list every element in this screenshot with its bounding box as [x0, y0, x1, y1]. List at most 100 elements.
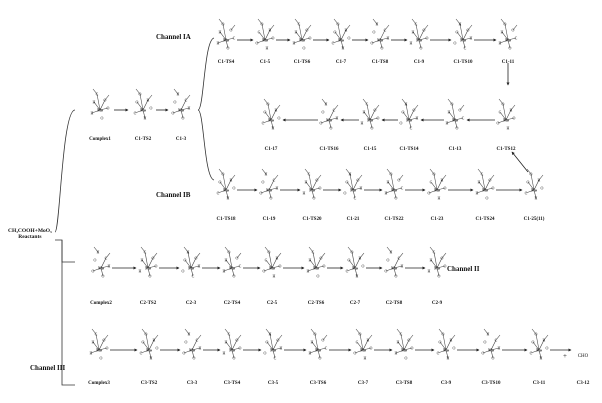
atom-symbol: C	[354, 196, 357, 201]
atom-symbol: O	[348, 36, 351, 41]
reactants-formula: CH₃COOH+MoO₃	[8, 228, 52, 234]
label-c2-ts6: C2-TS6	[307, 301, 325, 306]
atom-symbol: O	[459, 108, 462, 113]
bond-line	[489, 174, 495, 181]
atom-symbol: H	[448, 110, 451, 115]
atom-symbol: O	[398, 178, 401, 183]
atom-symbol: O	[359, 332, 362, 337]
bond-line	[91, 109, 101, 114]
bond-line	[356, 341, 364, 351]
atom-symbol: H	[177, 92, 180, 97]
bond-line	[499, 111, 507, 121]
atom-symbol: O	[423, 28, 426, 33]
atom-symbol: C	[262, 121, 265, 126]
bond-line	[530, 349, 540, 354]
bond-line	[398, 174, 404, 181]
atom-symbol: O	[456, 126, 459, 131]
bond-line	[191, 349, 195, 359]
atom-symbol: H	[293, 41, 296, 46]
atom-symbol: H	[225, 258, 228, 263]
bond-line	[228, 333, 233, 351]
label-c1-ts24: C1-TS24	[475, 217, 495, 222]
atom-symbol: O	[509, 46, 512, 51]
bond-line	[436, 179, 443, 191]
atom-symbol: H	[150, 356, 153, 361]
atom-symbol: O	[330, 126, 333, 131]
atom-symbol: O	[344, 191, 347, 196]
bond-line	[441, 252, 447, 259]
atom-symbol: H	[199, 346, 202, 351]
bond-line	[100, 257, 107, 269]
bond-line	[142, 99, 149, 111]
atom-symbol: O	[320, 256, 323, 261]
atom-mo: Mo	[460, 38, 466, 43]
label-c3-3: C3-3	[186, 381, 198, 386]
bond-line	[304, 168, 310, 175]
bond-line	[272, 349, 276, 359]
bond-line	[230, 174, 236, 181]
atom-mo: Mo	[269, 266, 275, 271]
atom-symbol: O	[489, 178, 492, 183]
bond-line	[225, 259, 233, 269]
atom-symbol: H	[538, 178, 541, 183]
label-c1-7: C1-7	[335, 60, 347, 65]
atom-mo: Mo	[188, 266, 194, 271]
bond-line	[366, 103, 371, 121]
bond-line	[268, 189, 272, 199]
atom-symbol: O	[236, 338, 239, 343]
bond-line	[317, 349, 321, 359]
bond-line	[481, 173, 486, 191]
atom-symbol: O	[268, 250, 271, 255]
atom-symbol: H	[336, 116, 339, 121]
atom-symbol: O	[402, 110, 405, 115]
atom-symbol: O	[303, 46, 306, 51]
bond-line	[263, 267, 273, 272]
atom-symbol: H	[187, 250, 190, 255]
bond-line	[92, 267, 102, 272]
bond-line	[415, 23, 420, 41]
atom-symbol: C	[410, 126, 413, 131]
bond-line	[195, 252, 201, 259]
bond-line	[347, 246, 353, 253]
label-c1-ts2: C1-TS2	[134, 137, 152, 142]
bond-line	[142, 109, 146, 119]
bond-line	[90, 349, 100, 354]
label-c3-ts6: C3-TS6	[309, 381, 327, 386]
bond-line	[148, 349, 152, 359]
bond-line	[272, 347, 282, 351]
atom-symbol: O	[497, 121, 500, 126]
bond-line	[442, 333, 447, 351]
bond-line	[180, 107, 190, 111]
atom-mo: Mo	[146, 348, 152, 353]
bond-line	[395, 349, 405, 354]
atom-symbol: O	[385, 269, 388, 274]
bond-line	[490, 347, 500, 351]
atom-mo: Mo	[391, 266, 397, 271]
atom-symbol: H	[450, 338, 453, 343]
bond-line	[153, 334, 159, 341]
atom-symbol: H	[510, 108, 513, 113]
bond-line	[346, 267, 356, 272]
atom-mo: Mo	[223, 38, 229, 43]
atom-symbol: C	[96, 92, 99, 97]
atom-symbol: O	[317, 274, 320, 279]
reactants-label: CH₃COOH+MoO₃ Reactants	[8, 228, 52, 241]
atom-symbol: O	[264, 110, 267, 115]
atom-symbol: C	[134, 111, 137, 116]
atom-symbol: O	[195, 256, 198, 261]
atom-symbol: H	[405, 102, 408, 107]
bond-line	[430, 259, 438, 269]
label-complex3: Complex3	[88, 381, 110, 386]
bond-line	[98, 339, 105, 351]
atom-symbol: O	[467, 28, 470, 33]
atom-symbol: H	[266, 46, 269, 51]
atom-symbol: H	[430, 258, 433, 263]
